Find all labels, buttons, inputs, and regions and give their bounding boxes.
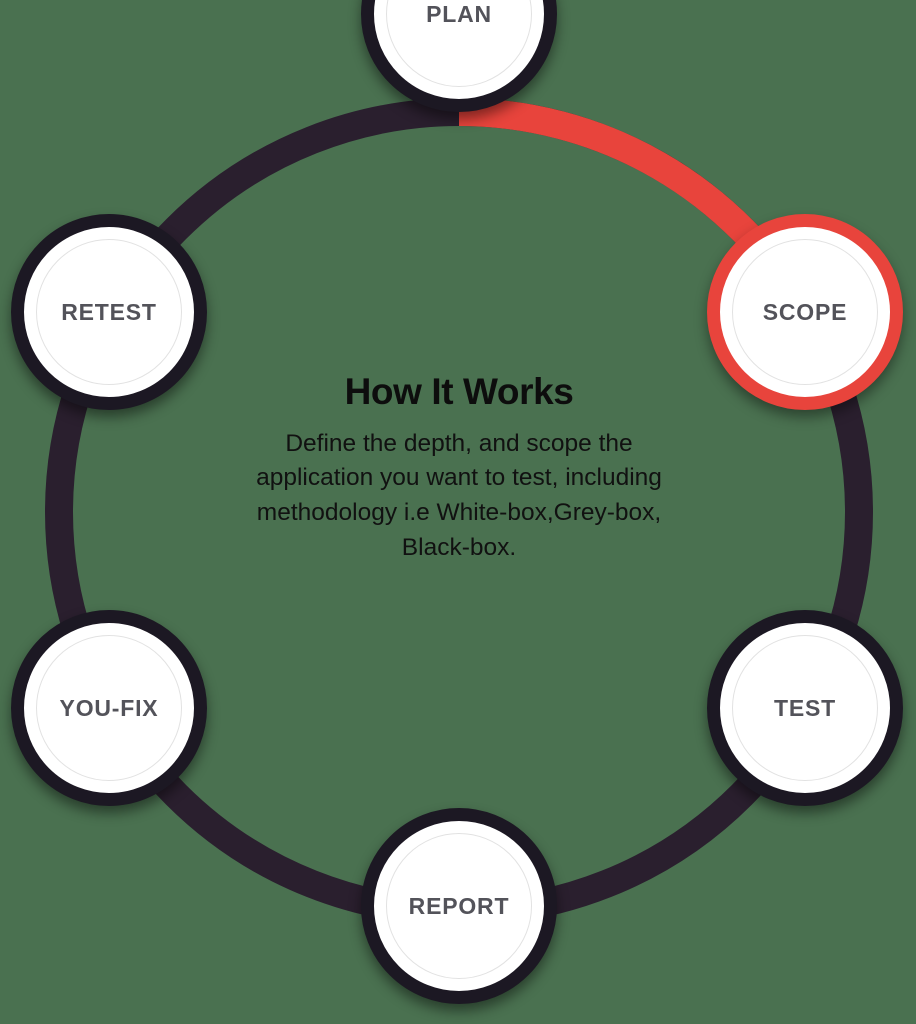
step-node-scope[interactable]: SCOPE (707, 214, 903, 410)
step-label-report: REPORT (408, 892, 510, 919)
step-label-plan: PLAN (426, 0, 492, 27)
step-label-test: TEST (774, 694, 836, 721)
step-label-retest: RETEST (61, 298, 157, 325)
step-node-retest[interactable]: RETEST (11, 214, 207, 410)
step-label-scope: SCOPE (762, 298, 848, 325)
step-node-youfix[interactable]: YOU-FIX (11, 610, 207, 806)
step-node-report[interactable]: REPORT (361, 808, 557, 1004)
step-label-youfix: YOU-FIX (59, 694, 159, 721)
step-node-test[interactable]: TEST (707, 610, 903, 806)
